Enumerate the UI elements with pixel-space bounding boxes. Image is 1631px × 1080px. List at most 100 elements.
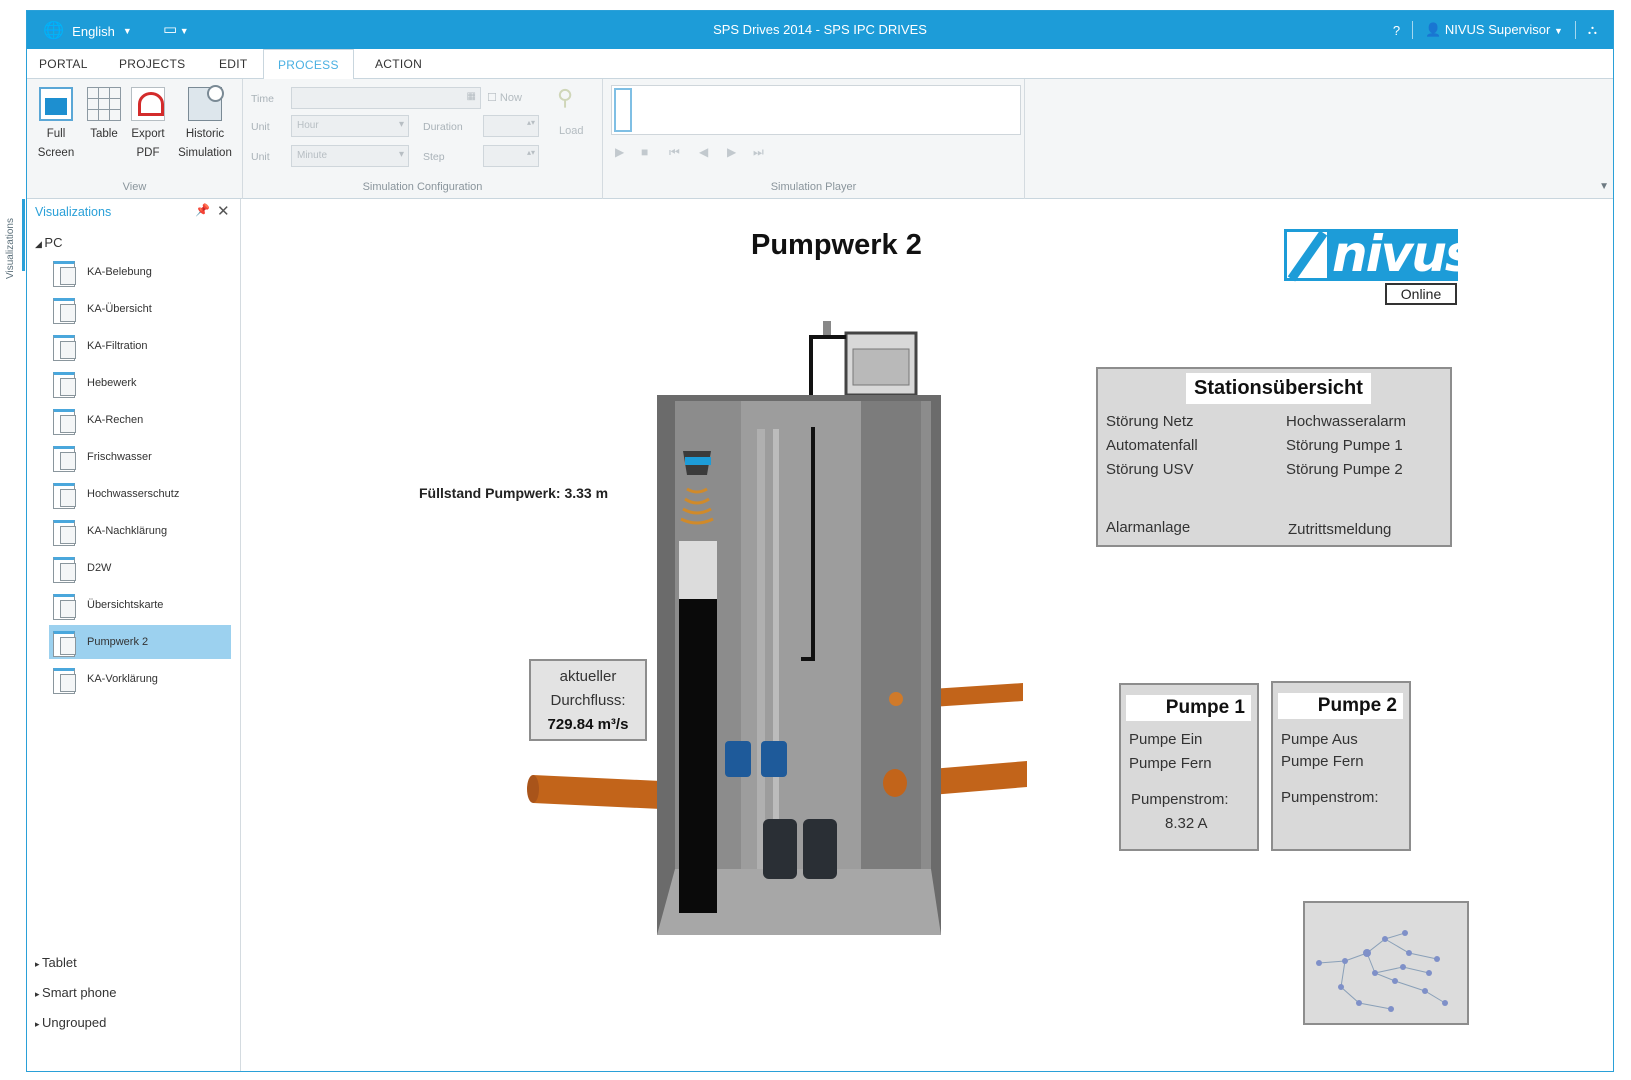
expand-icon: ◢ [35, 239, 45, 249]
visualizations-side-tab[interactable]: Visualizations [1, 199, 25, 289]
network-map [1316, 930, 1448, 1012]
tree-group-tablet[interactable]: ▸ Tablet [35, 955, 77, 970]
close-icon[interactable]: ✕ [217, 203, 230, 220]
unit-select-hour[interactable]: Hour▾ [291, 115, 409, 137]
group-label: Simulation Configuration [362, 181, 483, 193]
tab-edit[interactable]: EDIT [219, 57, 248, 71]
ribbon-group-view: Full Screen Table Export PDF Historic Si… [27, 79, 243, 199]
user-name: NIVUS Supervisor [1444, 22, 1551, 37]
visualization-icon [53, 407, 79, 435]
full-screen-button[interactable]: Full Screen [31, 87, 81, 163]
timeline-cursor[interactable] [614, 88, 632, 132]
tree-item[interactable]: Hebewerk [49, 366, 231, 400]
riser-pipe [757, 429, 765, 869]
now-checkbox[interactable]: ☐ Now [487, 92, 522, 104]
pump-station-drawing [527, 321, 1027, 935]
expand-icon: ▸ [35, 989, 43, 999]
play-icon[interactable]: ▶ [615, 145, 625, 159]
language-selector[interactable]: 🌐 English ▼ [43, 21, 132, 41]
historic-simulation-button[interactable]: Historic Simulation [173, 85, 237, 163]
tree-item-selected[interactable]: Pumpwerk 2 [49, 625, 231, 659]
tab-projects[interactable]: PROJECTS [119, 57, 186, 71]
pump-current-label: Pumpenstrom: [1281, 789, 1379, 806]
pump-current-value: 8.32 A [1165, 815, 1208, 832]
expand-icon: ▸ [35, 1019, 43, 1029]
group-label: View [122, 181, 147, 193]
tree-item-label: KA-Belebung [87, 266, 152, 278]
unit-select-minute[interactable]: Minute▾ [291, 145, 409, 167]
tree-item[interactable]: KA-Filtration [49, 329, 231, 363]
stop-icon[interactable]: ■ [641, 145, 649, 159]
alarm-item: Störung Pumpe 2 [1286, 461, 1403, 478]
skip-start-icon[interactable]: ⏮ [669, 145, 680, 159]
step-back-icon[interactable]: ◀ [699, 145, 709, 159]
display-menu-button[interactable]: ▭ ▼ [163, 20, 189, 38]
tree-node-pc[interactable]: ◢ PC [35, 235, 62, 250]
simulation-timeline[interactable] [611, 85, 1021, 135]
button-label: Historic [185, 128, 225, 140]
window-title: SPS Drives 2014 - SPS IPC DRIVES [713, 22, 927, 37]
tree-group-label: Ungrouped [42, 1015, 107, 1030]
logo-mark-icon [1287, 232, 1327, 278]
chevron-down-icon: ▾ [398, 119, 404, 130]
tree-item[interactable]: KA-Übersicht [49, 292, 231, 326]
ribbon-group-simulation-player: ▶ ■ ⏮ ◀ ▶ ⏭ Simulation Player [603, 79, 1025, 199]
unit-value: Minute [297, 150, 328, 161]
time-field[interactable]: ▦ [291, 87, 481, 109]
visualization-icon [53, 259, 79, 287]
pump-body [803, 819, 837, 879]
button-label: Export [131, 128, 165, 140]
user-menu[interactable]: 👤 NIVUS Supervisor ▼ [1425, 22, 1563, 38]
tree-item-label: KA-Nachklärung [87, 525, 168, 537]
cabinet-panel [852, 348, 910, 386]
tab-portal[interactable]: PORTAL [39, 57, 88, 71]
tree-item[interactable]: KA-Rechen [49, 403, 231, 437]
tree-item[interactable]: D2W [49, 551, 231, 585]
overview-map-thumbnail[interactable] [1303, 901, 1469, 1025]
collapse-ribbon-icon[interactable]: ▼ [1599, 181, 1609, 192]
tab-process[interactable]: PROCESS [263, 49, 354, 80]
button-label: Simulation [178, 147, 232, 159]
tree-item[interactable]: Hochwasserschutz [49, 477, 231, 511]
cable [809, 335, 829, 399]
pump-mode: Pumpe Fern [1281, 753, 1364, 770]
tree-item[interactable]: Frischwasser [49, 440, 231, 474]
wall-opening [883, 769, 907, 797]
table-icon [87, 87, 121, 121]
tree-item[interactable]: KA-Vorklärung [49, 662, 231, 696]
step-forward-icon[interactable]: ▶ [727, 145, 737, 159]
tree-group-smart-phone[interactable]: ▸ Smart phone [35, 985, 116, 1000]
alarm-item: Störung Pumpe 1 [1286, 437, 1403, 454]
help-button[interactable]: ? [1392, 22, 1401, 38]
tree-item[interactable]: KA-Belebung [49, 255, 231, 289]
table-button[interactable]: Table [79, 87, 129, 144]
pdf-icon [131, 87, 165, 121]
tab-action[interactable]: ACTION [375, 57, 423, 71]
app-window: 🌐 English ▼ ▭ ▼ SPS Drives 2014 - SPS IP… [5, 10, 1614, 1072]
side-tab-label: Visualizations [5, 218, 16, 279]
skip-end-icon[interactable]: ⏭ [753, 145, 764, 159]
world-map-icon: 🌐 [43, 21, 65, 40]
group-label: Simulation Player [770, 181, 857, 193]
sensor-ring [685, 457, 711, 465]
tree-item[interactable]: Übersichtskarte [49, 588, 231, 622]
pump-motor [761, 741, 787, 777]
step-stepper[interactable]: ▴▾ [483, 145, 539, 167]
button-label: Full [46, 128, 66, 140]
network-icon[interactable]: ⛬ [1587, 22, 1597, 37]
tree-group-ungrouped[interactable]: ▸ Ungrouped [35, 1015, 106, 1030]
pin-icon[interactable]: 📌 [195, 203, 210, 217]
step-label: Step [423, 151, 445, 163]
historic-simulation-icon [188, 85, 224, 121]
tree-item-label: Übersichtskarte [87, 599, 164, 611]
export-pdf-button[interactable]: Export PDF [123, 87, 173, 163]
level-column-top [679, 541, 717, 599]
tree-item[interactable]: KA-Nachklärung [49, 514, 231, 548]
duration-stepper[interactable]: ▴▾ [483, 115, 539, 137]
load-button[interactable]: Load [559, 125, 584, 137]
sound-wave [684, 497, 710, 505]
tree-item-label: KA-Übersicht [87, 303, 152, 315]
inlet-pipe-end [527, 775, 539, 803]
duration-label: Duration [423, 121, 463, 133]
visualization-icon [53, 629, 79, 657]
